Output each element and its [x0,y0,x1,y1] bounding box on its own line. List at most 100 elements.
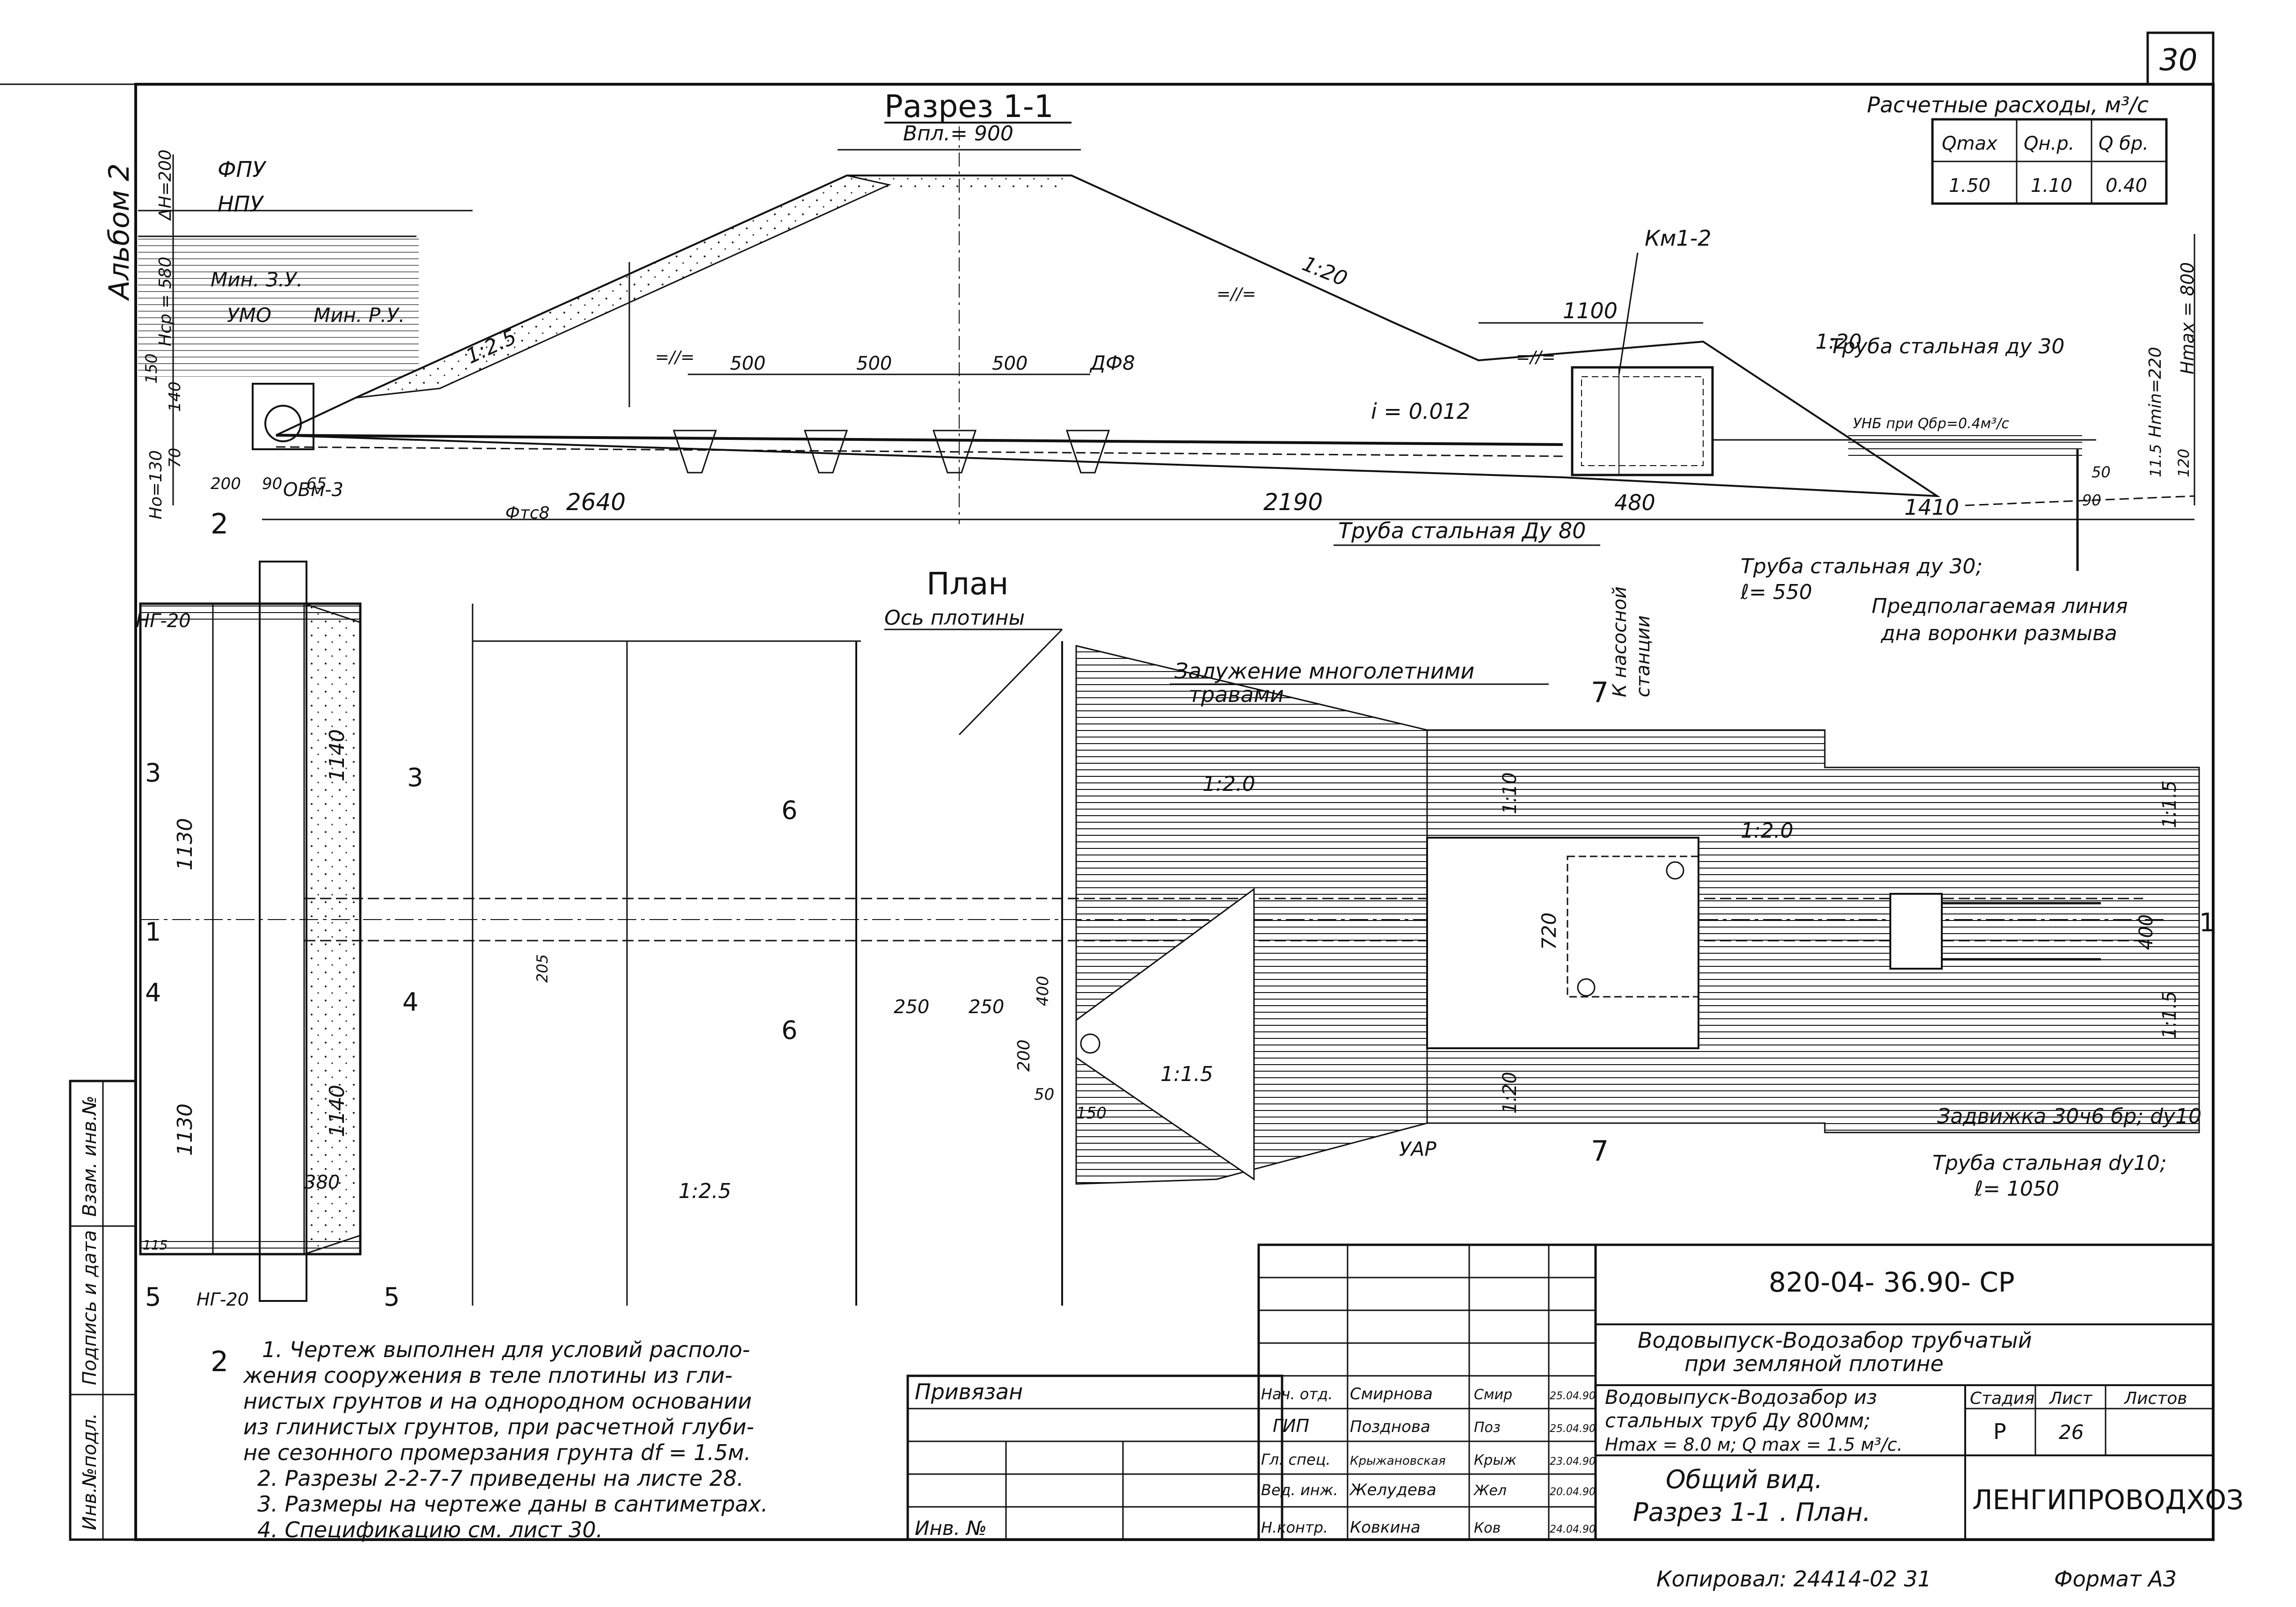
svg-text:Hmax = 800: Hmax = 800 [2177,262,2198,374]
svg-text:=//=: =//= [1217,285,1256,304]
well-plan [1426,837,1699,1049]
valve-block [1889,893,1943,970]
svg-text:3. Размеры на чертеже даны в с: 3. Размеры на чертеже даны в сантиметрах… [257,1491,768,1517]
level-umo: УМО [227,304,271,327]
crest-width: Bпл.= 900 [903,122,1013,146]
svg-text:3: 3 [407,763,423,792]
diaphragms [672,430,1110,474]
svg-text:4: 4 [145,978,161,1008]
svg-text:Лист: Лист [2048,1389,2092,1408]
svg-text:380: 380 [304,1172,340,1193]
svg-text:Hср = 580: Hср = 580 [156,257,175,346]
svg-text:20.04.90: 20.04.90 [1550,1486,1596,1498]
vzam-inv-label: Взам. инв.№ [79,1096,101,1217]
section-title: Разрез 1-1 [884,88,1054,124]
svg-text:205: 205 [533,954,551,983]
svg-text:Hmin=220: Hmin=220 [2146,347,2165,438]
flow-table: Расчетные расходы, м³/с Qmax Qн.р. Q бр.… [1867,92,2168,205]
svg-text:120: 120 [2175,449,2193,477]
title-block: Привязан Инв. № 820-04- 36.90- СР Водовы… [906,1243,2244,1541]
intake-head [252,383,314,450]
org-name: ЛЕНГИПРОВОДХОЗ [1972,1484,2244,1516]
ovm-label: ОВм-3 [283,479,343,501]
svg-text:ГИП: ГИП [1273,1416,1309,1436]
scour-note-2: дна воронки размыва [1881,621,2117,645]
svg-text:жения сооружения в теле плотин: жения сооружения в теле плотины из гли- [243,1363,733,1388]
svg-text:1:1.5: 1:1.5 [2159,780,2180,828]
ng20-bottom: НГ-20 [197,1289,249,1310]
km-label: Км1-2 [1645,226,1712,251]
svg-text:1:1.5: 1:1.5 [1160,1062,1213,1086]
svg-text:1140: 1140 [325,1085,349,1137]
album-label: Альбом 2 [103,163,136,301]
pump-note-2: станции [1633,615,1654,697]
drawing-code: 820-04- 36.90- СР [1769,1266,2015,1298]
svg-text:Водовыпуск-Водозабор из: Водовыпуск-Водозабор из [1605,1386,1877,1409]
general-notes: 1. Чертеж выполнен для условий располо- … [243,1337,768,1542]
svg-text:1:20: 1:20 [1499,1072,1521,1114]
svg-text:3: 3 [145,758,161,788]
plan-title: План [926,566,1008,602]
svg-text:Р: Р [1993,1419,2006,1444]
svg-text:90: 90 [262,475,282,493]
svg-text:2640: 2640 [566,489,626,516]
svg-text:150: 150 [142,353,161,384]
pipe-30b-label: Труба стальная ду 30; [1741,555,1983,578]
svg-text:1:10: 1:10 [1499,772,1521,814]
uar-label: УАР [1399,1138,1436,1161]
pipe-80-label: Труба стальная Ду 80 [1338,518,1586,543]
ng20-top: НГ-20 [136,610,191,632]
svg-text:из глинистых грунтов, при расч: из глинистых грунтов, при расчетной глуб… [243,1414,754,1439]
pipe-30-label: Труба стальная ду 30 [1830,335,2064,358]
level-npu: НПУ [218,191,264,217]
level-min-ru: Мин. Р.У. [313,304,405,327]
svg-text:Позднова: Позднова [1350,1417,1430,1436]
svg-text:Крыжановская: Крыжановская [1350,1454,1446,1468]
svg-text:115: 115 [143,1237,168,1253]
svg-text:ℓ= 550: ℓ= 550 [1740,580,1812,604]
pump-note-1: К насосной [1609,586,1631,697]
svg-text:2: 2 [211,1345,228,1378]
svg-text:Ков: Ков [1474,1520,1501,1536]
svg-text:1410: 1410 [1904,495,1959,520]
copied-label: Копировал: 24414-02 31 [1656,1566,1932,1592]
svg-text:Ковкина: Ковкина [1350,1518,1421,1537]
grass-note-2: травами [1188,682,1284,707]
valve-label: Задвижка 30ч6 бр; dу10 [1937,1104,2201,1128]
inv-podl-label: Инв.№подл. [79,1413,101,1530]
svg-text:11.5: 11.5 [2147,444,2165,477]
svg-text:200: 200 [1014,1039,1034,1072]
svg-text:Нач. отд.: Нач. отд. [1261,1385,1333,1403]
svg-text:50: 50 [1034,1085,1054,1104]
plan-view: План Ось плотины НГ-20 НГ-20 1130 1140 1… [136,508,2215,1378]
svg-text:1:2.0: 1:2.0 [1741,819,1793,843]
svg-text:Hmax = 8.0 м; Q max = 1.5 м³/с: Hmax = 8.0 м; Q max = 1.5 м³/с. [1605,1434,1902,1455]
svg-text:1.10: 1.10 [2031,175,2072,197]
svg-text:26: 26 [2059,1421,2084,1444]
pipe-slope: i = 0.012 [1371,399,1470,424]
svg-text:1140: 1140 [325,729,349,782]
df8-label: ДФ8 [1089,351,1135,374]
svg-text:=//=: =//= [1516,348,1556,367]
svg-text:1100: 1100 [1563,298,1618,323]
unb-label: УНБ при Qбр=0.4м³/с [1853,416,2009,432]
sheet-number-box: 30 [2146,31,2215,86]
svg-text:23.04.90: 23.04.90 [1550,1456,1596,1468]
svg-text:24.04.90: 24.04.90 [1550,1524,1596,1535]
pipe10-label: Труба стальная dу10; [1932,1151,2167,1175]
svg-text:500: 500 [856,353,892,374]
svg-text:500: 500 [730,353,765,374]
svg-text:1:2.5: 1:2.5 [678,1179,731,1203]
svg-text:Водовыпуск-Водозабор трубчатый: Водовыпуск-Водозабор трубчатый [1638,1328,2032,1353]
svg-text:1.50: 1.50 [1949,175,1990,197]
svg-text:0.40: 0.40 [2106,175,2147,197]
svg-text:720: 720 [1538,913,1560,950]
svg-text:при земляной плотине: при земляной плотине [1684,1351,1944,1376]
svg-text:1: 1 [145,917,161,947]
svg-text:Hо=130: Hо=130 [146,450,166,519]
svg-text:4. Спецификацию см. лист 30.: 4. Спецификацию см. лист 30. [257,1517,603,1542]
svg-text:1. Чертеж выполнен для условий: 1. Чертеж выполнен для условий располо- [262,1337,750,1362]
svg-text:Qmax: Qmax [1942,133,1997,154]
svg-text:6: 6 [781,796,797,825]
